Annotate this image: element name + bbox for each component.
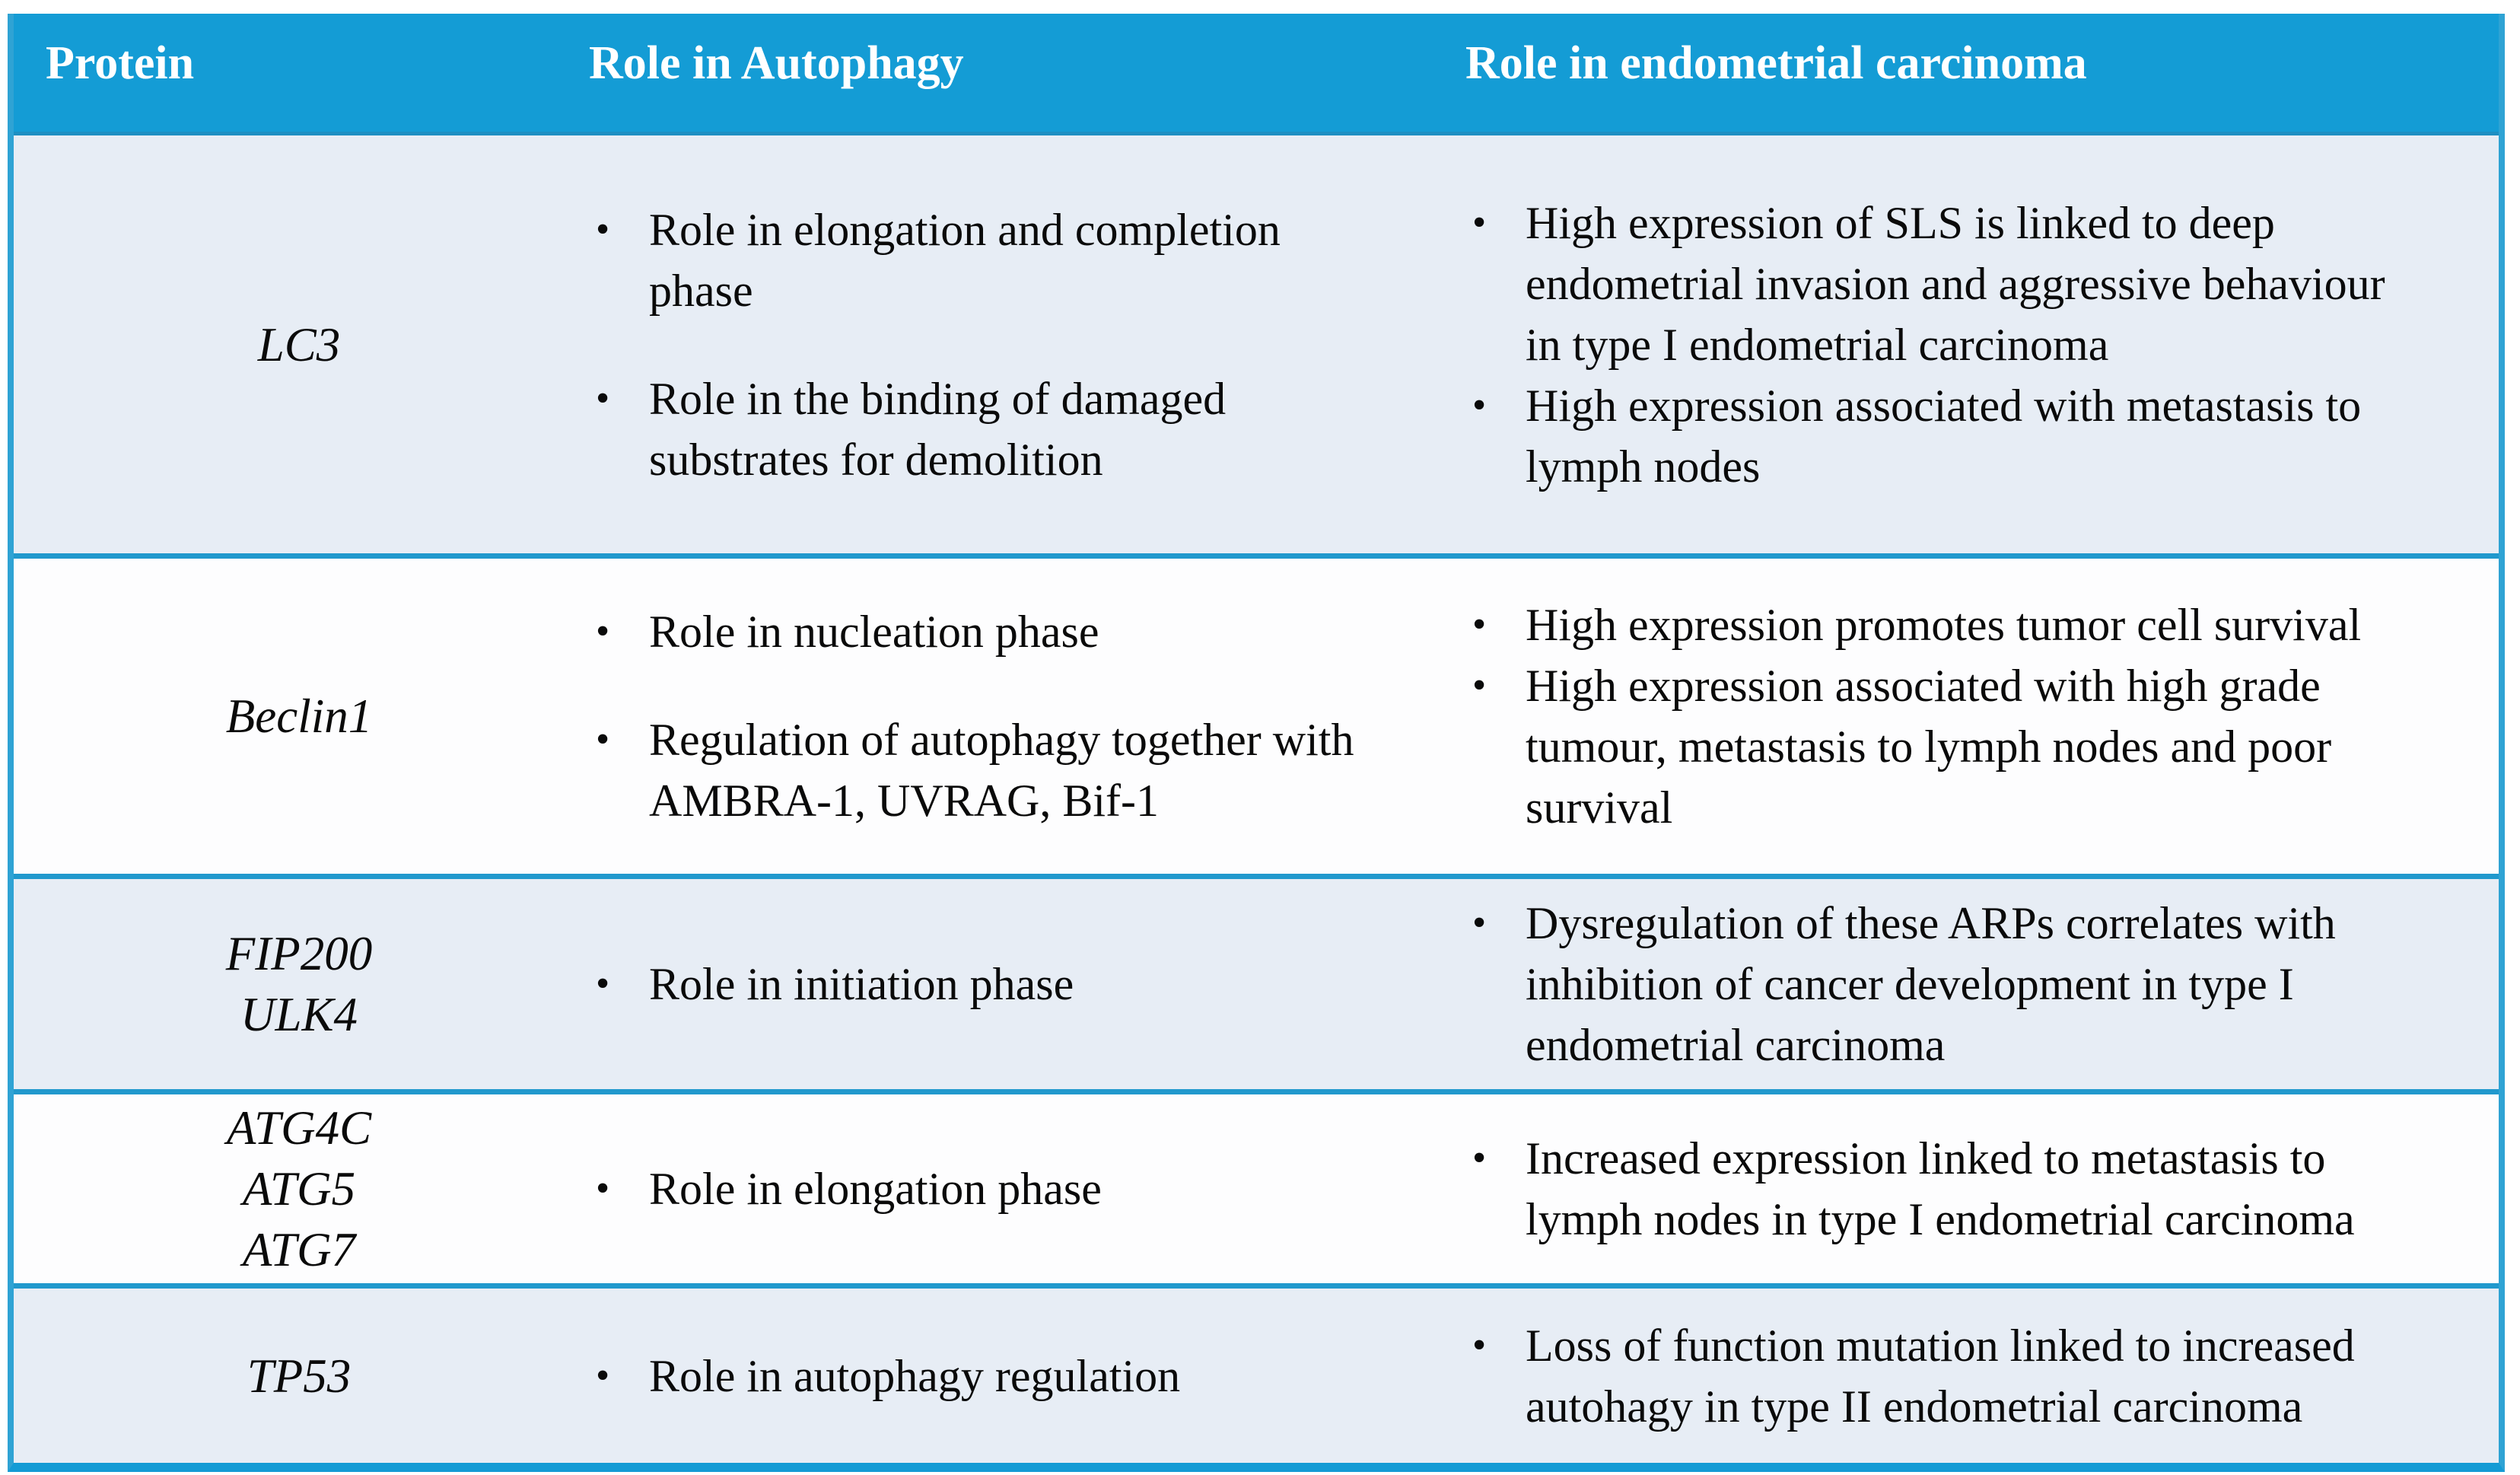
- bullet-text: Loss of function mutation linked to incr…: [1526, 1320, 2355, 1432]
- autophagy-cell: • Role in nucleation phase • Regulation …: [584, 559, 1452, 874]
- bullet-item: • Role in initiation phase: [596, 954, 1074, 1015]
- bullet-item: • Dysregulation of these ARPs correlates…: [1472, 893, 2336, 1075]
- protein-cell: FIP200 ULK4: [14, 879, 584, 1089]
- carcinoma-cell: • High expression promotes tumor cell su…: [1452, 559, 2499, 874]
- bullet-text: Role in elongation and completion phase: [649, 204, 1281, 316]
- column-header-role-in-endometrial-carcinoma: Role in endometrial carcinoma: [1465, 37, 2087, 89]
- protein-cell: ATG4C ATG5 ATG7: [14, 1094, 584, 1283]
- bullet-icon: •: [1472, 1323, 1487, 1367]
- bullet-icon: •: [1472, 200, 1487, 244]
- table-row-beclin1: Beclin1 • Role in nucleation phase • Reg…: [14, 553, 2499, 874]
- protein-cell: Beclin1: [14, 559, 584, 874]
- bullet-text: Role in autophagy regulation: [649, 1350, 1181, 1401]
- bullet-icon: •: [596, 1167, 610, 1210]
- bullet-icon: •: [596, 610, 610, 653]
- bullet-item: • Role in the binding of damaged substra…: [596, 368, 1226, 490]
- bullet-item: • Loss of function mutation linked to in…: [1472, 1315, 2355, 1437]
- bullet-icon: •: [1472, 664, 1487, 707]
- bullet-item: • Regulation of autophagy together with …: [596, 709, 1354, 831]
- bullet-item: • Role in elongation and completion phas…: [596, 199, 1281, 321]
- bullet-item: • Increased expression linked to metasta…: [1472, 1128, 2355, 1250]
- bullet-item: • Role in autophagy regulation: [596, 1346, 1180, 1407]
- bullet-text: Role in elongation phase: [649, 1164, 1102, 1214]
- protein-name: ATG5: [242, 1162, 356, 1215]
- bullet-item: • High expression associated with high g…: [1472, 655, 2331, 838]
- bullet-text: Increased expression linked to metastasi…: [1526, 1133, 2355, 1244]
- bullet-icon: •: [1472, 383, 1487, 427]
- column-header-role-in-autophagy: Role in Autophagy: [589, 37, 964, 89]
- table-header-row: Protein Role in Autophagy Role in endome…: [14, 14, 2499, 135]
- bullet-icon: •: [596, 1353, 610, 1397]
- protein-cell: LC3: [14, 135, 584, 553]
- bullet-text: Role in nucleation phase: [649, 607, 1099, 657]
- bullet-item: • High expression associated with metast…: [1472, 375, 2361, 497]
- protein-name: ATG7: [242, 1223, 356, 1276]
- column-header-protein: Protein: [46, 37, 195, 89]
- bullet-item: • Role in nucleation phase: [596, 601, 1099, 662]
- bullet-icon: •: [596, 962, 610, 1005]
- bullet-text: High expression associated with metastas…: [1526, 380, 2362, 492]
- table-row-lc3: LC3 • Role in elongation and completion …: [14, 135, 2499, 553]
- bullet-text: High expression of SLS is linked to deep…: [1526, 197, 2385, 370]
- bullet-item: • High expression promotes tumor cell su…: [1472, 594, 2361, 655]
- protein-name: LC3: [257, 317, 341, 371]
- protein-name: Beclin1: [225, 690, 373, 743]
- table-row-atg4c-atg5-atg7: ATG4C ATG5 ATG7 • Role in elongation pha…: [14, 1089, 2499, 1283]
- bullet-icon: •: [1472, 603, 1487, 646]
- carcinoma-cell: • Dysregulation of these ARPs correlates…: [1452, 879, 2499, 1089]
- bullet-icon: •: [596, 376, 610, 420]
- carcinoma-cell: • Loss of function mutation linked to in…: [1452, 1289, 2499, 1463]
- bullet-icon: •: [1472, 1136, 1487, 1180]
- protein-cell: TP53: [14, 1289, 584, 1463]
- table-row-fip200-ulk4: FIP200 ULK4 • Role in initiation phase •…: [14, 874, 2499, 1089]
- bullet-text: Regulation of autophagy together with AM…: [649, 715, 1354, 826]
- bullet-text: Role in initiation phase: [649, 959, 1074, 1009]
- autophagy-cell: • Role in elongation phase: [584, 1094, 1452, 1283]
- bullet-item: • High expression of SLS is linked to de…: [1472, 193, 2385, 375]
- bullet-text: Dysregulation of these ARPs correlates w…: [1526, 898, 2336, 1070]
- protein-name: TP53: [247, 1349, 352, 1403]
- bullet-text: Role in the binding of damaged substrate…: [649, 373, 1227, 485]
- bullet-icon: •: [1472, 901, 1487, 945]
- table-row-tp53: TP53 • Role in autophagy regulation • Lo…: [14, 1283, 2499, 1463]
- protein-name: ATG4C: [226, 1101, 372, 1155]
- bullet-text: High expression associated with high gra…: [1526, 661, 2332, 833]
- autophagy-cell: • Role in initiation phase: [584, 879, 1452, 1089]
- bullet-icon: •: [596, 207, 610, 251]
- bullet-icon: •: [596, 718, 610, 761]
- autophagy-cell: • Role in autophagy regulation: [584, 1289, 1452, 1463]
- protein-name: FIP200: [225, 927, 373, 980]
- autophagy-cell: • Role in elongation and completion phas…: [584, 135, 1452, 553]
- protein-roles-table: Protein Role in Autophagy Role in endome…: [8, 14, 2505, 1472]
- carcinoma-cell: • Increased expression linked to metasta…: [1452, 1094, 2499, 1283]
- bullet-item: • Role in elongation phase: [596, 1158, 1102, 1219]
- carcinoma-cell: • High expression of SLS is linked to de…: [1452, 135, 2499, 553]
- bullet-text: High expression promotes tumor cell surv…: [1526, 600, 2362, 650]
- protein-name: ULK4: [240, 988, 358, 1041]
